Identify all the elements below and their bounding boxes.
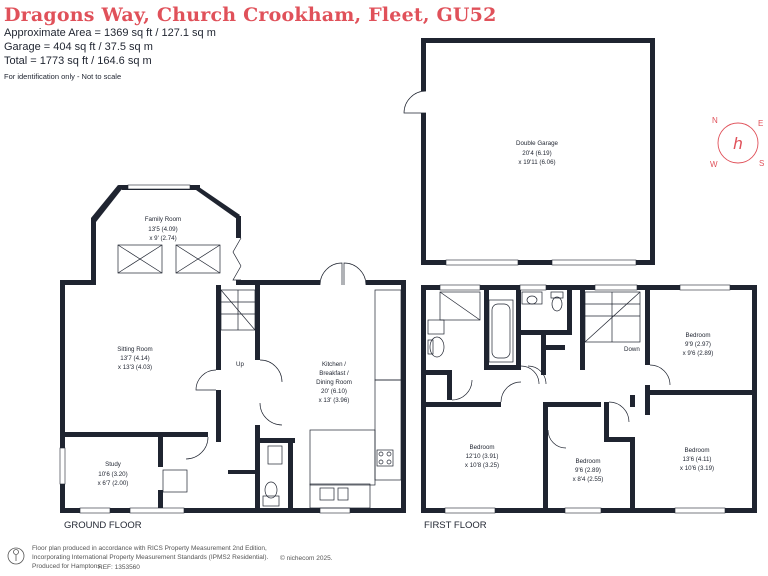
scale-note: For identification only - Not to scale xyxy=(4,72,122,81)
compass-logo-letter: h xyxy=(733,134,742,153)
bedroom-sm-dim2: x 8'4 (2.55) xyxy=(573,476,604,483)
study-dim1: 10'6 (3.20) xyxy=(98,471,127,478)
garage-name: Double Garage xyxy=(516,140,559,147)
footer-text: Floor plan produced in accordance with R… xyxy=(32,544,268,571)
garage-dim2: x 19'11 (6.06) xyxy=(518,159,555,166)
bedroom-se-dim2: x 10'6 (3.19) xyxy=(680,465,714,472)
kitchen-name-3: Dining Room xyxy=(316,379,352,386)
bedroom-sm-dim1: 9'6 (2.89) xyxy=(575,467,601,474)
bedroom-se-dim1: 13'6 (4.11) xyxy=(683,456,712,463)
bedroom-sw-name: Bedroom xyxy=(469,444,494,451)
compass-logo: h N E S W xyxy=(710,116,764,169)
bedroom-sm-name: Bedroom xyxy=(575,458,600,465)
bedroom-se-name: Bedroom xyxy=(684,447,709,454)
sitting-room-dim2: x 13'3 (4.03) xyxy=(118,364,152,371)
garage-dim1: 20'4 (6.19) xyxy=(522,150,551,157)
compass-w: W xyxy=(710,160,718,169)
family-room-name: Family Room xyxy=(145,216,181,223)
footer-line-1: Floor plan produced in accordance with R… xyxy=(32,545,267,552)
sitting-room-dim1: 13'7 (4.14) xyxy=(120,355,149,362)
bedroom-sw-dim2: x 10'8 (3.25) xyxy=(465,462,499,469)
page-title: Dragons Way, Church Crookham, Fleet, GU5… xyxy=(4,4,497,26)
study-name: Study xyxy=(105,461,122,468)
first-floor-label: FIRST FLOOR xyxy=(424,520,487,531)
bedroom-sw-dim1: 12'10 (3.91) xyxy=(466,453,499,460)
bedroom-ne-dim1: 9'9 (2.97) xyxy=(685,341,711,348)
compass-s: S xyxy=(759,159,764,168)
kitchen-dim2: x 13' (3.96) xyxy=(319,397,350,404)
stairs-up-label: Up xyxy=(236,361,244,368)
footer-line-2: Incorporating International Property Mea… xyxy=(32,554,269,561)
first-floor-plan: Bedroom 9'9 (2.97) x 9'6 (2.89) Bedroom … xyxy=(421,284,757,514)
bedroom-ne-dim2: x 9'6 (2.89) xyxy=(683,350,714,357)
kitchen-name-1: Kitchen / xyxy=(322,361,346,368)
family-room-dim2: x 9' (2.74) xyxy=(149,235,176,242)
garage-plan: Double Garage 20'4 (6.19) x 19'11 (6.06) xyxy=(403,38,655,266)
study-dim2: x 6'7 (2.00) xyxy=(98,480,129,487)
compass-n: N xyxy=(712,116,718,125)
footer-line-3: Produced for Hamptons. xyxy=(32,563,103,570)
kitchen-dim1: 20' (6.10) xyxy=(321,388,347,395)
family-room-dim1: 13'5 (4.09) xyxy=(148,226,177,233)
footer-logo-icon xyxy=(7,547,25,565)
ground-floor-label: GROUND FLOOR xyxy=(64,520,142,531)
kitchen-name-2: Breakfast / xyxy=(319,370,349,377)
stairs-down-label: Down xyxy=(624,346,640,353)
total-area: Total = 1773 sq ft / 164.6 sq m xyxy=(4,55,152,67)
brand-name: nichecom 2025. xyxy=(286,555,333,562)
approx-area: Approximate Area = 1369 sq ft / 127.1 sq… xyxy=(4,27,216,39)
brand-credit: © nichecom 2025. xyxy=(280,555,333,562)
ground-floor-plan: Family Room 13'5 (4.09) x 9' (2.74) Sitt… xyxy=(59,184,406,514)
sitting-room-name: Sitting Room xyxy=(117,346,152,353)
bedroom-ne-name: Bedroom xyxy=(685,332,710,339)
garage-area: Garage = 404 sq ft / 37.5 sq m xyxy=(4,41,153,53)
reference-number: REF: 1353560 xyxy=(98,564,140,571)
compass-e: E xyxy=(758,119,763,128)
